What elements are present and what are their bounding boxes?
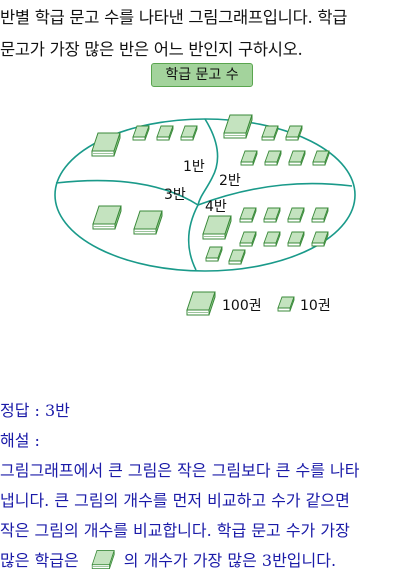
book-stack-small-icon <box>285 125 303 141</box>
book-stack-small-icon <box>264 150 282 166</box>
book-stack-large-icon <box>92 205 122 230</box>
book-stack-small-icon <box>287 207 305 223</box>
explanation-line-3: 작은 그림의 개수를 비교합니다. 학급 문고 수가 가장 <box>0 521 350 540</box>
answer-line: 정답 : 3반 <box>0 401 70 420</box>
book-stack-small-icon <box>156 125 174 141</box>
explanation-line-1: 그림그래프에서 큰 그림은 작은 그림보다 큰 수를 나타 <box>0 461 360 480</box>
legend-big-label: 100권 <box>222 298 262 314</box>
explanation-line-4-start: 많은 학급은 <box>0 551 79 570</box>
graph-title: 학급 문고 수 <box>151 63 253 87</box>
question-line-1: 반별 학급 문고 수를 나타낸 그림그래프입니다. 학급 <box>0 8 348 27</box>
picture-graph-canvas <box>54 114 356 272</box>
book-stack-small-icon <box>239 231 257 247</box>
book-stack-large-icon-inline <box>91 550 115 570</box>
question-text: 반별 학급 문고 수를 나타낸 그림그래프입니다. 학급 문고가 가장 많은 반… <box>0 2 400 66</box>
book-stack-small-icon <box>311 231 329 247</box>
class-label-2: 2반 <box>219 173 241 189</box>
divider-vertical-top <box>197 118 219 206</box>
book-stack-small-icon <box>261 125 279 141</box>
book-stack-small-icon <box>239 207 257 223</box>
book-stack-small-icon <box>228 249 246 265</box>
class-label-4: 4반 <box>205 199 227 215</box>
book-stack-large-icon <box>186 291 216 316</box>
book-stack-small-icon <box>180 125 198 141</box>
book-stack-small-icon <box>263 231 281 247</box>
book-stack-small-icon <box>263 207 281 223</box>
book-stack-small-icon <box>312 150 330 166</box>
answer-section: 정답 : 3반 해설 : 그림그래프에서 큰 그림은 작은 그림보다 큰 수를 … <box>0 396 400 576</box>
explanation-heading: 해설 : <box>0 431 40 450</box>
explanation-line-2: 냅니다. 큰 그림의 개수를 먼저 비교하고 수가 같으면 <box>0 491 350 510</box>
question-line-2: 문고가 가장 많은 반은 어느 반인지 구하시오. <box>0 40 303 59</box>
explanation-line-4: 많은 학급은 의 개수가 가장 많은 3반입니다. <box>0 546 400 576</box>
book-stack-small-icon <box>287 231 305 247</box>
class-label-3: 3반 <box>164 187 186 203</box>
book-stack-small-icon <box>288 150 306 166</box>
book-stack-large-icon <box>223 114 253 139</box>
pictogram-group <box>91 114 330 265</box>
book-stack-small-icon <box>311 207 329 223</box>
divider-vertical-bottom <box>187 204 199 271</box>
book-stack-large-icon <box>202 215 232 240</box>
book-stack-small-icon <box>277 296 295 312</box>
picture-graph: 학급 문고 수 1반 2반 3반 4반 100권 10권 <box>0 60 400 390</box>
explanation-line-4-end: 의 개수가 가장 많은 3반입니다. <box>123 551 337 570</box>
class-label-1: 1반 <box>183 159 205 175</box>
book-stack-large-icon <box>133 210 163 235</box>
legend-small-label: 10권 <box>300 298 331 314</box>
book-stack-small-icon <box>205 246 223 262</box>
book-stack-large-icon <box>91 132 121 157</box>
book-stack-small-icon <box>240 150 258 166</box>
